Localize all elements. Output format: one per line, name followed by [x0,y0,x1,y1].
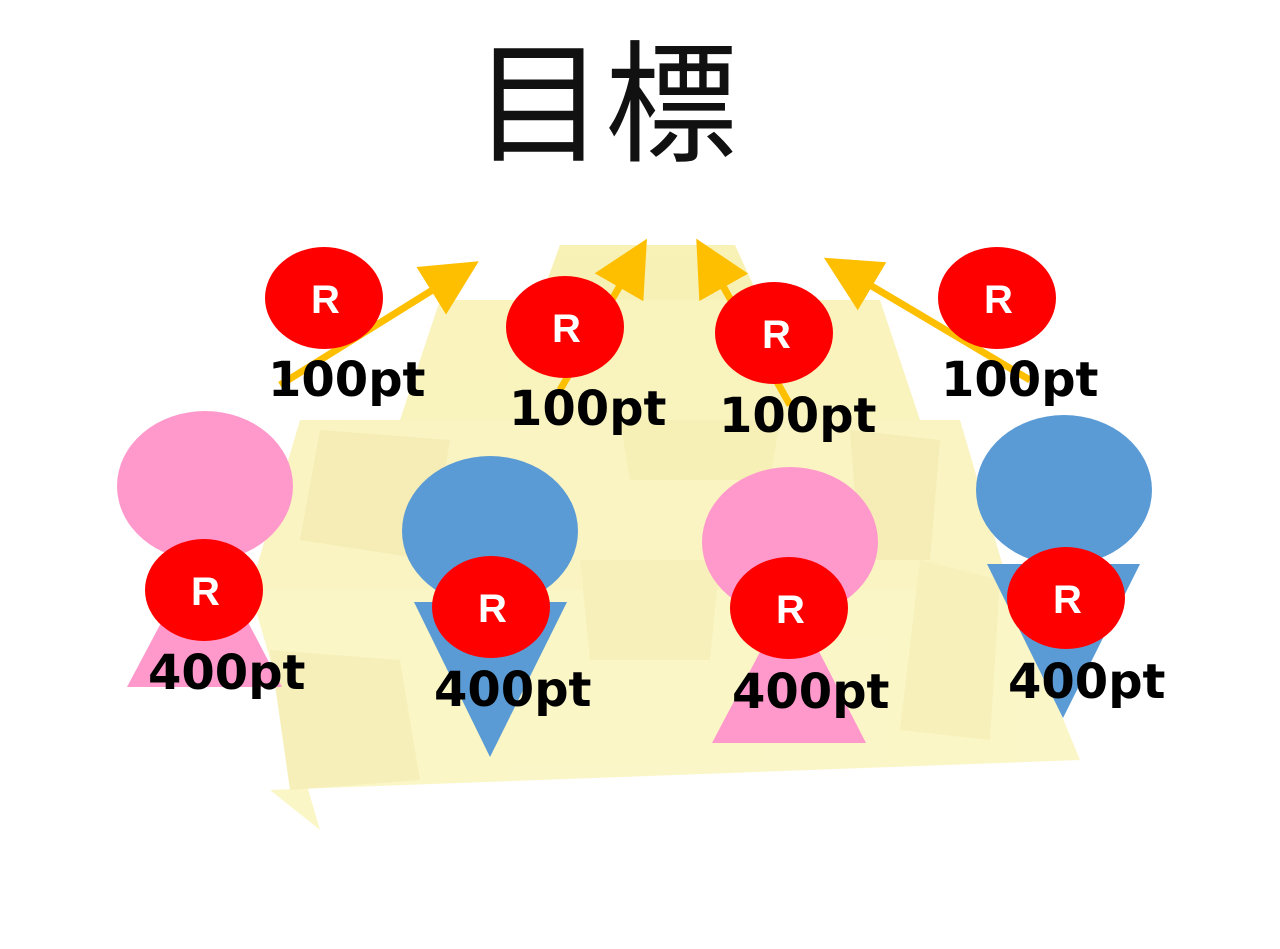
person-head [976,415,1152,565]
slide-title: 目標 [473,29,737,183]
person-label-2: 400pt [434,662,592,718]
person-label-4: 400pt [1008,654,1166,710]
top-label-4: 100pt [941,352,1099,408]
top-row: R 100pt R 100pt R 100pt R 100pt [265,247,1099,444]
person-2-male: R 400pt [402,456,592,757]
badge-letter: R [478,587,507,631]
badge-letter: R [1053,578,1082,622]
person-3-female: R 400pt [702,467,890,743]
person-1-female: R 400pt [117,411,306,701]
top-badge-4: R 100pt [938,247,1099,408]
top-badge-2: R 100pt [506,276,667,437]
badge [730,557,848,659]
badge-letter: R [762,313,791,357]
person-label-1: 400pt [148,645,306,701]
badge-letter: R [552,307,581,351]
person-head [402,456,578,606]
people-row: R 400pt R 400pt R 400pt [117,411,1166,757]
person-head [117,411,293,561]
top-label-1: 100pt [268,352,426,408]
female-body [712,595,866,743]
top-badge-3: R 100pt [715,282,877,444]
badge-letter: R [984,278,1013,322]
badge-letter: R [311,278,340,322]
badge [432,556,550,658]
badge-letter: R [776,588,805,632]
top-label-2: 100pt [509,381,667,437]
arrow-4 [823,257,1032,384]
person-4-male: R 400pt [976,415,1166,718]
top-label-3: 100pt [719,388,877,444]
badge [1007,547,1125,649]
badge-letter: R [191,570,220,614]
person-label-3: 400pt [732,664,890,720]
top-badge-1: R 100pt [265,247,426,408]
badge [145,539,263,641]
